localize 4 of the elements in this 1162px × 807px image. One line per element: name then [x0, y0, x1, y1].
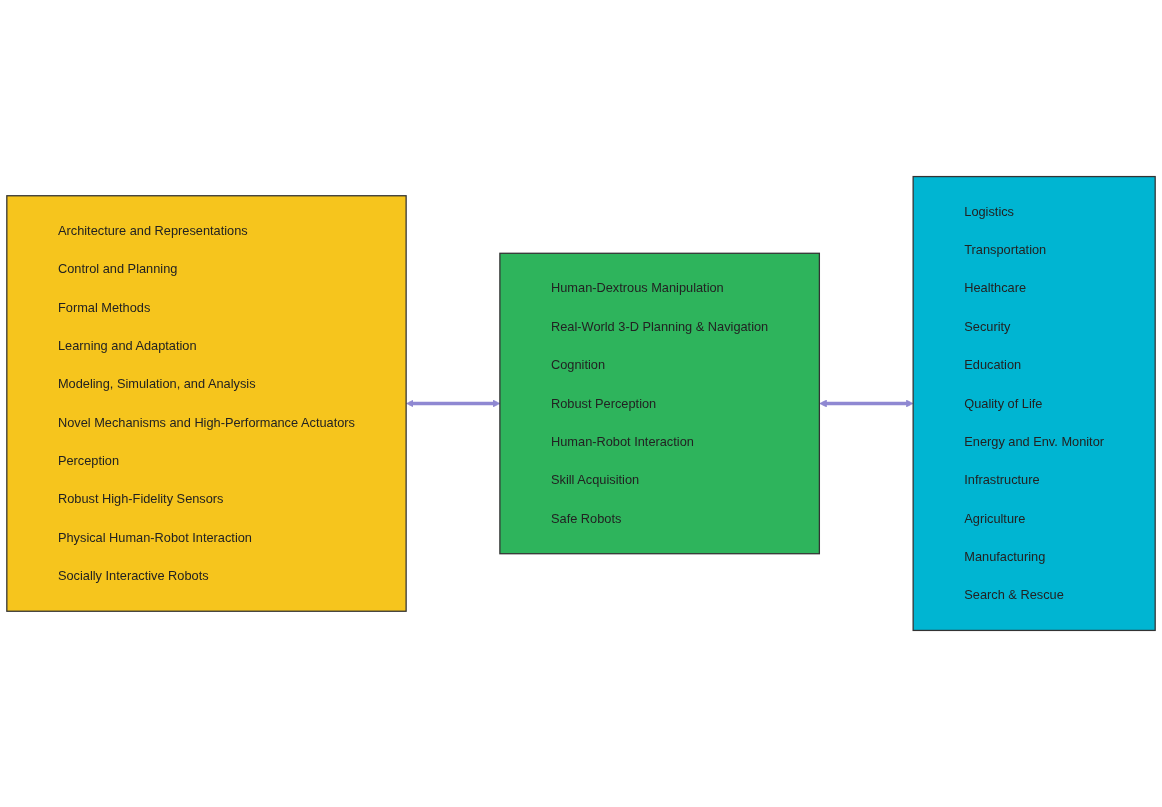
- arrow: [819, 399, 914, 408]
- node-box: Architecture and Representations Control and Planning Formal Methods Learning and Adaptation Modeling, Simulation, and Analysis Novel Mechanisms and High-Performance Actuators Perception Robust High-Fidelity Sensors Physical Human-Robot Interaction Socially Interactive Robots: [6, 195, 407, 612]
- node-box: Logistics Transportation Healthcare Security Education Quality of Life Energy and Env. Monitor Infrastructure Agriculture Manufacturing Search & Rescue: [912, 175, 1156, 632]
- node-box: Human-Dextrous Manipulation Real-World 3-D Planning & Navigation Cognition Robust Perception Human-Robot Interaction Skill Acquisition Safe Robots: [499, 252, 820, 555]
